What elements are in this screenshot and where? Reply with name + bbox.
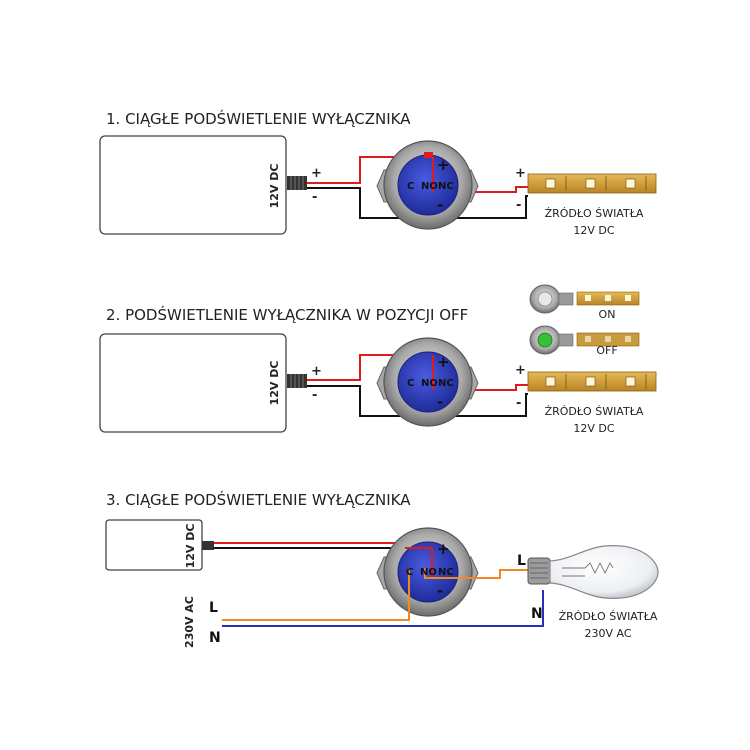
supply-voltage-label: 12V DC xyxy=(268,361,281,406)
switch-face xyxy=(397,541,459,603)
switch-plus-label: + xyxy=(437,156,450,174)
terminal-no-label: NO xyxy=(420,567,437,578)
light-source-voltage: 12V DC xyxy=(573,224,614,237)
strip-plus-label: + xyxy=(515,363,526,378)
light-source-voltage: 230V AC xyxy=(584,627,631,640)
bulb-l-label: L xyxy=(517,553,526,569)
switch-minus-label: - xyxy=(437,582,443,600)
black-wire xyxy=(307,187,528,219)
led-strip xyxy=(527,173,657,194)
power-supply-box xyxy=(99,333,287,433)
legend-off-label: OFF xyxy=(596,344,617,357)
supply-plus-label: + xyxy=(311,364,322,379)
legend-on-label: ON xyxy=(599,308,616,321)
line-l-label: L xyxy=(209,600,218,616)
supply-minus-label: - xyxy=(312,388,317,403)
supply-plus-label: + xyxy=(311,166,322,181)
push-button-switch xyxy=(376,527,479,617)
terminal-c-label: C xyxy=(407,181,414,192)
terminal-no-label: NO xyxy=(421,181,438,192)
terminal-nc-label: NC xyxy=(438,378,454,389)
legend-on-row: ON xyxy=(529,284,640,321)
switch-plus-label: + xyxy=(437,540,450,558)
supply-voltage-label: 12V DC xyxy=(268,164,281,209)
terminal-c-label: C xyxy=(407,378,414,389)
push-button-switch xyxy=(376,140,479,230)
power-supply-box xyxy=(99,135,287,235)
supply-cable-grommet xyxy=(202,541,214,550)
strip-minus-label: - xyxy=(516,396,521,411)
supply-voltage-label: 12V DC xyxy=(184,524,197,569)
terminal-no-label: NO xyxy=(421,378,438,389)
diagram-2: 2. PODŚWIETLENIE WYŁĄCZNIKA W POZYCJI OF… xyxy=(99,284,657,435)
light-source-voltage: 12V DC xyxy=(573,422,614,435)
bulb-filament xyxy=(562,561,614,575)
light-source-label: ŹRÓDŁO ŚWIATŁA xyxy=(545,207,644,220)
bulb-n-label: N xyxy=(531,606,543,622)
terminal-nc-label: NC xyxy=(438,567,454,578)
supply-cable-grommet xyxy=(287,374,307,388)
light-source-label: ŹRÓDŁO ŚWIATŁA xyxy=(559,610,658,623)
diagram-2-title: 2. PODŚWIETLENIE WYŁĄCZNIKA W POZYCJI OF… xyxy=(106,305,468,324)
diagram-3: 3. CIĄGŁE PODŚWIETLENIE WYŁĄCZNIKA 12V D… xyxy=(105,490,659,648)
switch-minus-label: - xyxy=(437,393,443,411)
terminal-c-label: C xyxy=(406,567,413,578)
strip-plus-label: + xyxy=(515,166,526,181)
supply-minus-label: - xyxy=(312,190,317,205)
blue-neutral-wire xyxy=(222,590,544,627)
switch-plus-label: + xyxy=(437,353,450,371)
diagram-1: 1. CIĄGŁE PODŚWIETLENIE WYŁĄCZNIKA 12V D… xyxy=(99,109,657,237)
led-strip xyxy=(527,371,657,392)
light-bulb xyxy=(527,545,659,599)
black-wire xyxy=(214,547,403,554)
terminal-nc-label: NC xyxy=(438,181,454,192)
strip-minus-label: - xyxy=(516,198,521,213)
bulb-base xyxy=(527,557,551,585)
legend-off-row: OFF xyxy=(529,325,640,357)
supply-cable-grommet xyxy=(287,176,307,190)
light-source-label: ŹRÓDŁO ŚWIATŁA xyxy=(545,405,644,418)
switch-minus-label: - xyxy=(437,196,443,214)
bulb-glass xyxy=(549,545,659,599)
state-legend: ON OFF xyxy=(529,284,640,357)
diagram-3-title: 3. CIĄGŁE PODŚWIETLENIE WYŁĄCZNIKA xyxy=(106,490,411,509)
push-button-switch xyxy=(376,337,479,427)
diagram-1-title: 1. CIĄGŁE PODŚWIETLENIE WYŁĄCZNIKA xyxy=(106,109,411,128)
switch-face xyxy=(397,351,459,413)
line-n-label: N xyxy=(209,630,221,646)
orange-switched-wire xyxy=(424,568,528,579)
ac-voltage-label: 230V AC xyxy=(183,596,196,648)
